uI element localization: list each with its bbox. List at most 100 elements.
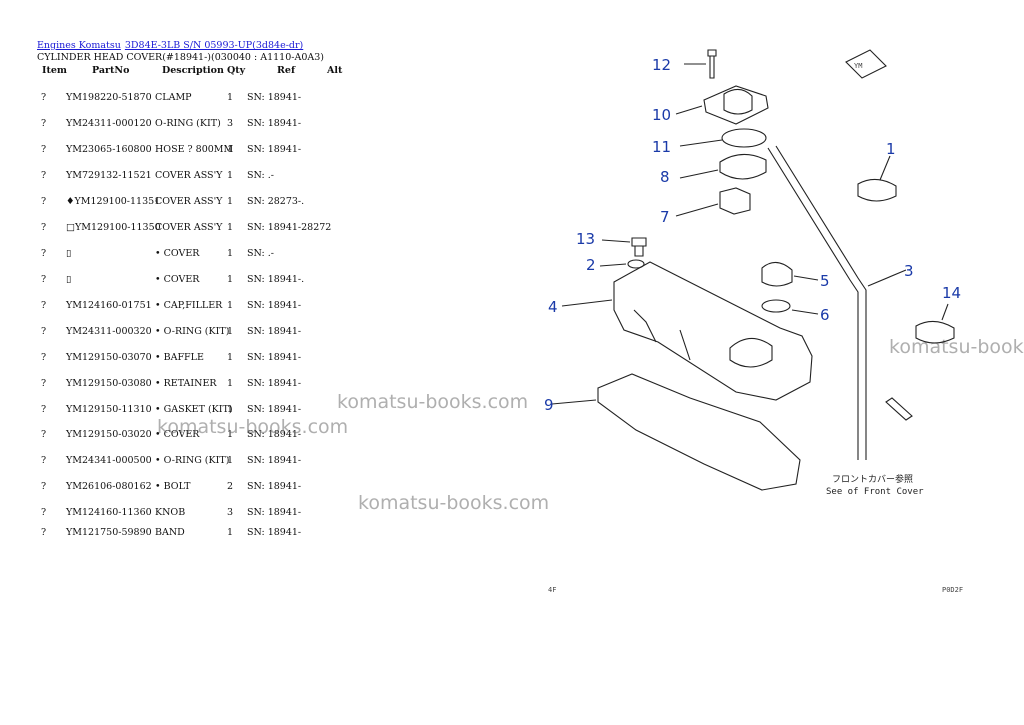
cell-description: KNOB: [155, 507, 186, 518]
cell-partno: YM124160-11360: [66, 507, 152, 518]
corner-code-right: P0D2F: [942, 586, 963, 594]
cell-ref: SN: 18941-: [247, 481, 302, 492]
cell-item: ?: [41, 378, 47, 389]
cell-partno: YM24341-000500: [66, 455, 152, 466]
cell-ref: SN: 18941-: [247, 455, 302, 466]
cell-partno: YM24311-000120: [66, 118, 152, 129]
cell-ref: SN: 18941-: [247, 118, 302, 129]
cell-partno: □YM129100-11350: [66, 222, 161, 233]
breadcrumb-link-engines[interactable]: Engines Komatsu: [37, 40, 121, 51]
cell-ref: SN: 28273-.: [247, 196, 305, 207]
cell-qty: 1: [227, 455, 234, 466]
part-5-cap-filler: [761, 261, 793, 287]
callout-5: 5: [820, 272, 830, 290]
col-header-description: Description: [162, 65, 224, 76]
cell-qty: 1: [227, 248, 234, 259]
cell-description: • RETAINER: [155, 378, 217, 389]
cell-description: • COVER: [155, 248, 200, 259]
cell-partno: YM24311-000320: [66, 326, 152, 337]
cell-qty: 1: [227, 527, 234, 538]
callout-13: 13: [576, 230, 595, 248]
part-10-cover: [703, 85, 769, 125]
cell-qty: 1: [227, 326, 234, 337]
cell-item: ?: [41, 170, 47, 181]
col-header-ref: Ref: [277, 65, 296, 76]
cell-description: • CAP,FILLER: [155, 300, 223, 311]
cell-description: • BOLT: [155, 481, 191, 492]
cell-ref: SN: 18941-: [247, 352, 302, 363]
cell-qty: 1: [227, 274, 234, 285]
exploded-parts-diagram: YM: [544, 49, 963, 594]
cell-item: ?: [41, 429, 47, 440]
cell-partno: YM129150-03080: [66, 378, 152, 389]
cell-ref: SN: 18941-: [247, 404, 302, 415]
cell-item: ?: [41, 404, 47, 415]
breadcrumb-link-model[interactable]: 3D84E-3LB S/N 05993-UP(3d84e-dr): [124, 40, 304, 51]
part-7-connector: [719, 187, 751, 215]
cell-item: ?: [41, 507, 47, 518]
cell-item: ?: [41, 144, 47, 155]
col-header-alt: Alt: [327, 65, 343, 76]
cell-ref: SN: .-: [247, 248, 274, 259]
cell-item: ?: [41, 326, 47, 337]
cell-description: BAND: [155, 527, 185, 538]
cell-qty: 1: [227, 352, 234, 363]
cell-partno: YM129150-03020: [66, 429, 152, 440]
callout-8: 8: [660, 168, 670, 186]
cell-description: HOSE ? 800MM: [155, 144, 234, 155]
cell-qty: 1: [227, 300, 234, 311]
cell-item: ?: [41, 352, 47, 363]
cell-description: CLAMP: [155, 92, 192, 103]
cell-ref: SN: 18941-: [247, 326, 302, 337]
cell-partno: YM26106-080162: [66, 481, 152, 492]
callout-3: 3: [904, 262, 914, 280]
cell-qty: 1: [227, 144, 234, 155]
callout-7: 7: [660, 208, 670, 226]
cell-ref: SN: 18941-28272: [247, 222, 332, 233]
part-bolt-front: [885, 397, 913, 421]
callout-11: 11: [652, 138, 671, 156]
cell-qty: 1: [227, 404, 234, 415]
part-1-band: [857, 178, 897, 202]
col-header-qty: Qty: [227, 65, 246, 76]
cell-item: ?: [41, 455, 47, 466]
cell-ref: SN: 18941-: [247, 507, 302, 518]
cell-ref: SN: 18941-: [247, 92, 302, 103]
cell-description: • COVER: [155, 274, 200, 285]
cell-ref: SN: 18941-: [247, 378, 302, 389]
callout-6: 6: [820, 306, 830, 324]
cell-description: COVER ASS'Y: [155, 170, 223, 181]
cell-partno: YM729132-11521: [66, 170, 152, 181]
cell-qty: 1: [227, 378, 234, 389]
part-6-o-ring: [761, 299, 791, 313]
part-8-band: [719, 153, 767, 180]
cell-description: COVER ASS'Y: [155, 222, 223, 233]
part-13-bolt: [631, 237, 647, 257]
cell-item: ?: [41, 481, 47, 492]
cell-ref: SN: 18941-.: [247, 274, 305, 285]
cell-partno: YM121750-59890: [66, 527, 152, 538]
callout-2: 2: [586, 256, 596, 274]
cell-item: ?: [41, 92, 47, 103]
cell-ref: SN: .-: [247, 170, 274, 181]
callout-14: 14: [942, 284, 961, 302]
part-12-bolt: [707, 49, 717, 79]
col-header-partno: PartNo: [92, 65, 130, 76]
cell-qty: 1: [227, 222, 234, 233]
cell-description: • COVER: [155, 429, 200, 440]
part-3-hose: [767, 145, 867, 460]
cell-item: ?: [41, 118, 47, 129]
